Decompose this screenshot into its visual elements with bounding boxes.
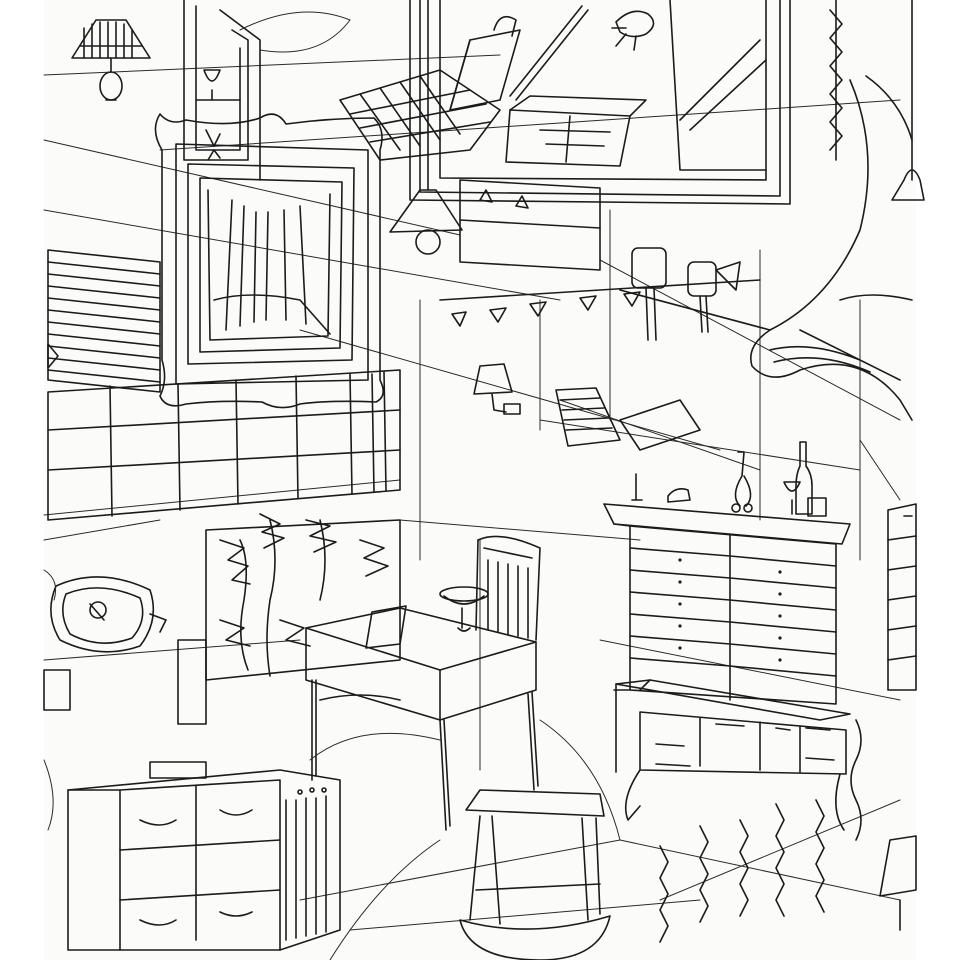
low-cabinet <box>67 761 341 951</box>
hanging-chains-bottom <box>659 719 862 943</box>
ceiling-lamp-icon <box>71 19 151 101</box>
hand-mirrors <box>619 247 771 341</box>
shelf-unit <box>459 179 601 271</box>
potted-plant <box>205 513 401 681</box>
window-blinds <box>47 249 161 393</box>
drawer-desk <box>615 679 851 831</box>
hanging-chain-top <box>829 0 925 201</box>
large-frame-top <box>409 0 791 205</box>
wall-unit-right <box>887 503 917 691</box>
grid-wall <box>47 369 401 521</box>
bird-figure-icon <box>611 10 655 51</box>
wall-sconce-icon <box>473 363 521 415</box>
oval-tray <box>50 576 167 653</box>
hanging-bag <box>449 15 521 111</box>
mantel-objects <box>631 441 827 517</box>
pendant-lamp-icon <box>389 0 463 255</box>
chair <box>475 535 541 641</box>
compote-bowl <box>439 586 489 632</box>
floating-curves <box>43 11 621 960</box>
checkered-cloth <box>339 69 501 161</box>
wall-cabinet <box>183 0 261 181</box>
hanging-cloth <box>750 75 913 421</box>
stick <box>509 5 589 101</box>
open-box <box>505 95 647 167</box>
writing-desk <box>305 605 539 831</box>
staircase <box>555 387 701 451</box>
chest-of-drawers <box>603 503 851 705</box>
table-lamp-icon <box>879 835 917 931</box>
wall-outlet <box>43 639 207 725</box>
stool <box>459 789 611 960</box>
framed-picture <box>154 113 384 409</box>
